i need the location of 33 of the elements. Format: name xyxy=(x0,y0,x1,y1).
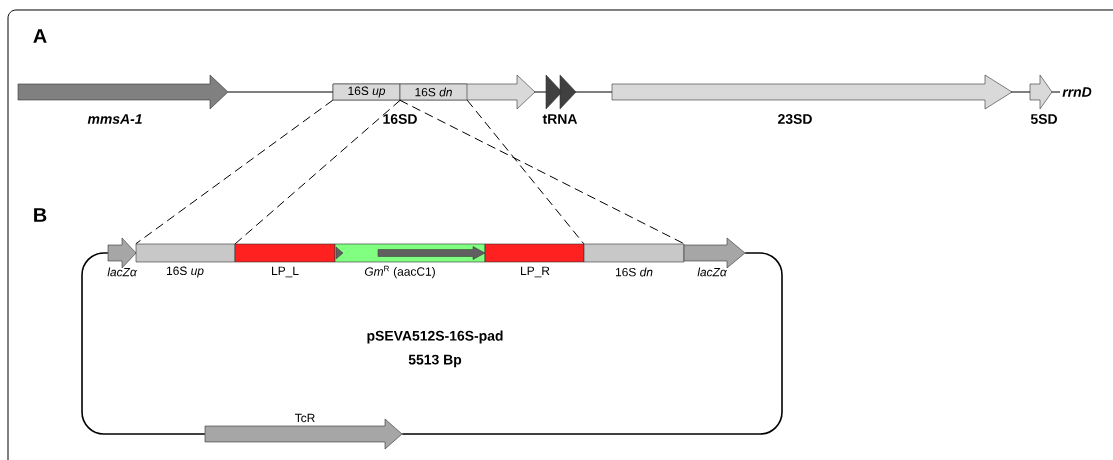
plasmid-name: pSEVA512S-16S-pad xyxy=(367,330,503,344)
node-label: LP_R xyxy=(521,266,550,278)
node-label: 16SD xyxy=(383,114,417,124)
segment-box: 16S dn xyxy=(399,83,468,101)
dashed-line xyxy=(399,99,685,245)
segment-box: 16S dn xyxy=(583,243,685,277)
dashed-line xyxy=(234,99,401,245)
node-label: 16S dn xyxy=(615,267,653,277)
node-label: LP_L xyxy=(272,266,299,278)
plasmid-backbone xyxy=(81,252,206,435)
node-label: lacZα xyxy=(697,267,727,277)
node-label: 5SD xyxy=(1030,114,1057,124)
plasmid-backbone xyxy=(401,252,783,435)
triangle-pair: tRNA xyxy=(542,74,578,124)
dashed-line xyxy=(466,99,585,245)
node-label: lacZα xyxy=(107,267,137,277)
segment-box: LP_R xyxy=(484,243,585,278)
node-label: mmsA-1 xyxy=(87,114,142,124)
gene-feature: mmsA-1 xyxy=(17,74,229,124)
node-label: 16S up xyxy=(166,266,204,278)
node-label: 23SD xyxy=(778,114,812,124)
panel-letter: B xyxy=(34,208,47,222)
plasmid-size: 5513 Bp xyxy=(408,354,462,368)
segment-box: 16S up xyxy=(332,83,401,101)
panel-letter: A xyxy=(33,29,47,43)
gene-feature: lacZα xyxy=(107,237,137,277)
gene-feature: 5SD xyxy=(1029,74,1057,124)
node-label: Gm$^{R}$ (aacC1) xyxy=(364,265,435,279)
gene-feature: TcR xyxy=(204,413,403,450)
gene-feature: 23SD xyxy=(611,74,1013,124)
cassette-box: Gm$^{R}$ (aacC1) xyxy=(334,243,486,279)
gene-feature: lacZα xyxy=(683,237,746,277)
segment-box: LP_L xyxy=(234,243,336,278)
